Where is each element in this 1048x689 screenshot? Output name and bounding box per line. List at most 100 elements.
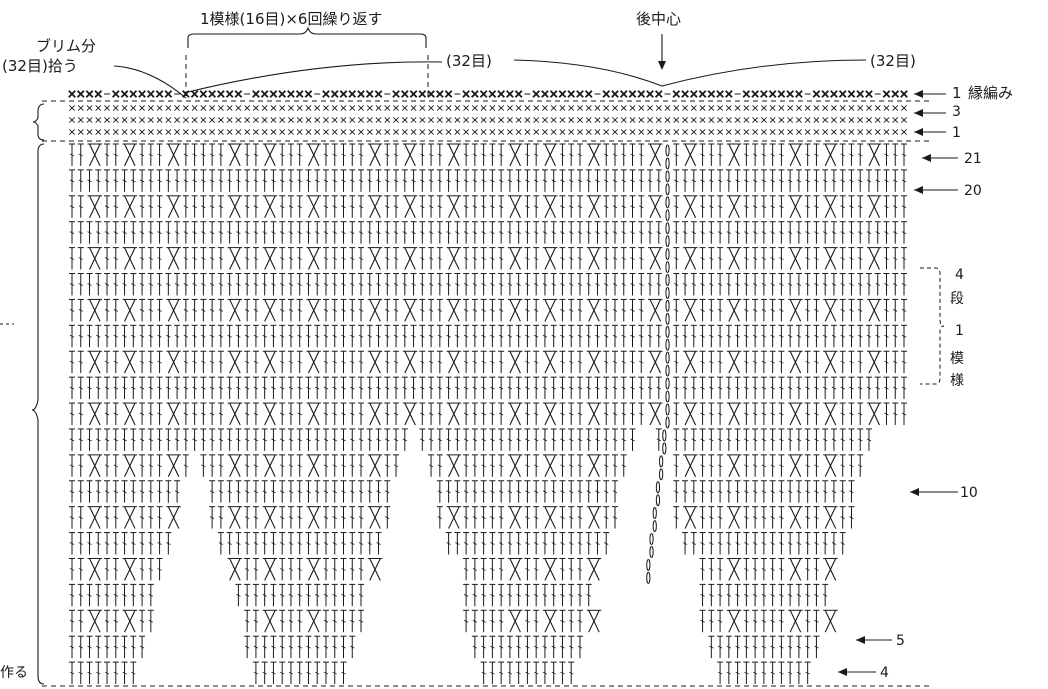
chain-stitch bbox=[665, 248, 670, 261]
cross-stitch bbox=[728, 402, 740, 426]
edge-x bbox=[314, 105, 321, 111]
chain-stitch bbox=[665, 235, 670, 248]
treble-tick bbox=[604, 438, 609, 442]
treble-tick bbox=[358, 309, 364, 312]
edge-x bbox=[121, 105, 128, 111]
treble-tick bbox=[358, 412, 364, 416]
cross-stitch bbox=[824, 195, 837, 218]
treble-tick bbox=[227, 283, 232, 286]
treble-tick bbox=[218, 205, 224, 209]
treble-tick bbox=[437, 205, 443, 209]
cross-stitch bbox=[124, 506, 136, 529]
treble-tick bbox=[709, 645, 714, 649]
treble-tick bbox=[577, 205, 583, 209]
treble-tick bbox=[481, 309, 486, 312]
cross-stitch bbox=[509, 195, 521, 218]
edge-row-0 bbox=[68, 90, 908, 98]
cross-stitch bbox=[789, 247, 802, 270]
treble-tick bbox=[761, 153, 767, 157]
treble-tick bbox=[78, 671, 83, 675]
edge-x bbox=[751, 90, 759, 98]
treble-tick bbox=[787, 438, 793, 442]
cross-stitch bbox=[404, 247, 416, 270]
treble-tick bbox=[78, 205, 83, 209]
treble-tick bbox=[656, 386, 661, 390]
treble-tick bbox=[69, 490, 75, 494]
treble-tick bbox=[621, 231, 626, 235]
treble-tick bbox=[814, 516, 819, 519]
cross-stitch bbox=[264, 143, 276, 167]
treble-tick bbox=[779, 619, 784, 623]
cross-stitch bbox=[728, 247, 740, 270]
treble-tick bbox=[569, 231, 574, 235]
treble-tick bbox=[674, 516, 679, 519]
cross-stitch bbox=[448, 454, 460, 477]
treble-tick bbox=[691, 231, 696, 235]
edge-x bbox=[689, 90, 698, 98]
cross-stitch bbox=[868, 195, 880, 218]
cross-stitch bbox=[509, 299, 521, 322]
treble-tick bbox=[481, 412, 486, 416]
treble-tick bbox=[533, 309, 539, 312]
treble-tick bbox=[262, 490, 267, 494]
treble-tick bbox=[709, 593, 714, 597]
stitch-row-17 bbox=[69, 247, 907, 274]
treble-tick bbox=[533, 619, 539, 623]
treble-tick bbox=[332, 438, 337, 442]
treble-tick bbox=[288, 412, 294, 416]
treble-tick bbox=[323, 542, 329, 545]
treble-tick bbox=[253, 360, 259, 364]
treble-tick bbox=[87, 283, 92, 286]
treble-tick bbox=[428, 438, 434, 442]
treble-tick bbox=[761, 542, 767, 545]
treble-tick bbox=[569, 386, 574, 390]
treble-tick bbox=[498, 179, 504, 183]
treble-tick bbox=[533, 671, 539, 675]
cross-stitch bbox=[124, 247, 136, 270]
treble-tick bbox=[472, 568, 478, 571]
treble-tick bbox=[201, 231, 206, 235]
edge-x bbox=[673, 105, 680, 111]
treble-tick bbox=[551, 645, 556, 649]
treble-tick bbox=[717, 568, 723, 571]
treble-tick bbox=[840, 257, 845, 260]
treble-tick bbox=[901, 334, 907, 338]
treble-tick bbox=[157, 412, 162, 416]
treble-tick bbox=[490, 516, 495, 519]
treble-tick bbox=[533, 464, 539, 468]
treble-tick bbox=[735, 645, 740, 649]
treble-tick bbox=[875, 231, 880, 235]
treble-tick bbox=[315, 490, 320, 494]
treble-tick bbox=[717, 334, 723, 338]
edge-x bbox=[558, 90, 567, 98]
chain-stitch bbox=[665, 338, 670, 351]
treble-tick bbox=[604, 153, 609, 157]
treble-tick bbox=[367, 542, 372, 545]
treble-tick bbox=[113, 179, 118, 183]
stitch-row-2 bbox=[69, 635, 820, 659]
cross-stitch bbox=[789, 195, 802, 218]
treble-tick bbox=[858, 360, 863, 364]
treble-tick bbox=[533, 542, 539, 545]
edge-x bbox=[542, 105, 548, 111]
treble-tick bbox=[700, 438, 705, 442]
treble-tick bbox=[569, 360, 574, 364]
edge-x bbox=[365, 90, 374, 98]
cross-stitch bbox=[544, 558, 556, 581]
treble-tick bbox=[744, 257, 749, 260]
treble-tick bbox=[96, 283, 101, 286]
treble-tick bbox=[113, 438, 118, 442]
edge-x bbox=[559, 105, 566, 111]
cross-stitch bbox=[307, 558, 320, 581]
treble-tick bbox=[472, 593, 478, 597]
treble-tick bbox=[315, 334, 320, 338]
treble-tick bbox=[498, 205, 504, 209]
treble-tick bbox=[69, 568, 75, 571]
treble-tick bbox=[525, 179, 530, 183]
treble-tick bbox=[744, 464, 749, 468]
cross-stitch bbox=[684, 195, 697, 218]
treble-tick bbox=[367, 179, 372, 183]
treble-tick bbox=[604, 257, 609, 260]
treble-tick bbox=[560, 619, 565, 623]
treble-tick bbox=[752, 257, 758, 260]
